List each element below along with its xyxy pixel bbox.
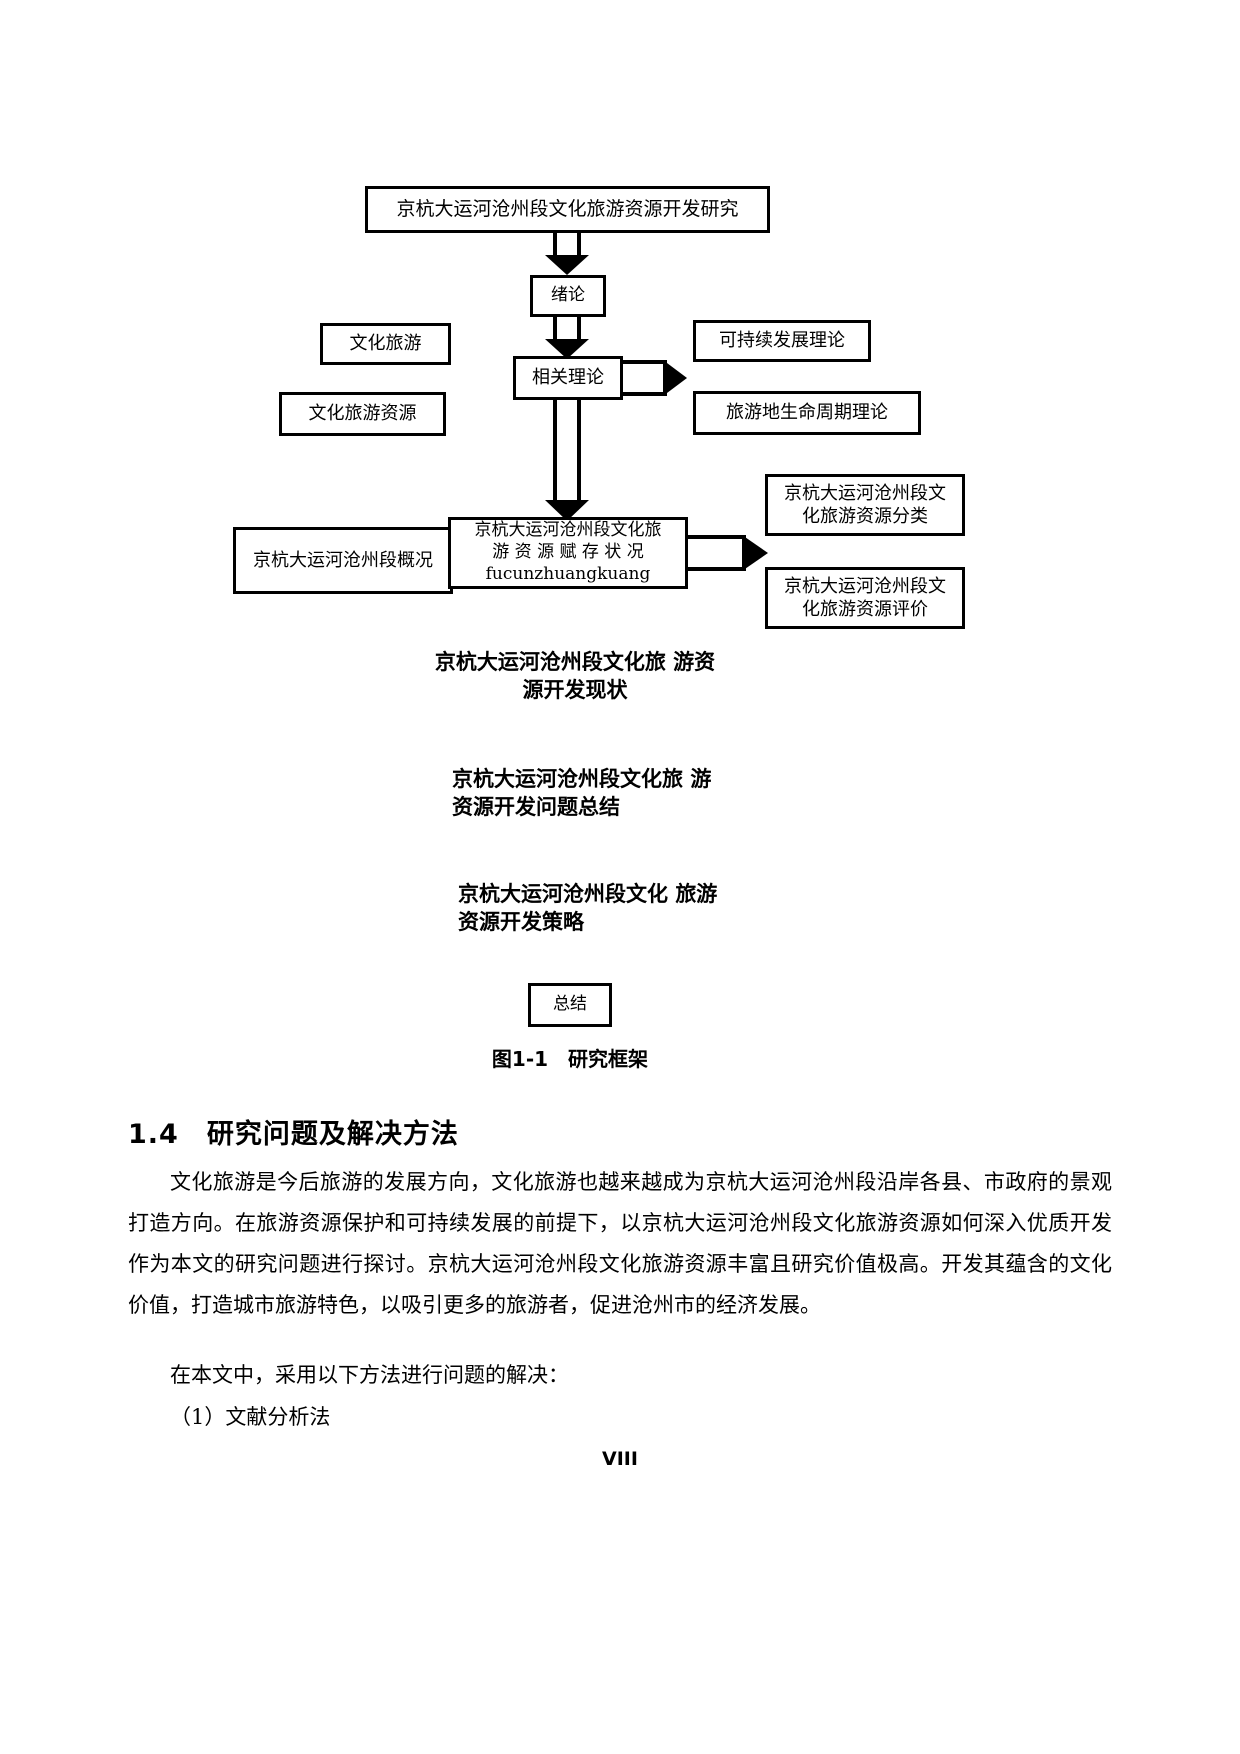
body-paragraph-1-text: 文化旅游是今后旅游的发展方向，文化旅游也越来越成为京杭大运河沧州段沿岸各县、市政… <box>128 1170 1112 1317</box>
arrow-title-to-intro <box>545 233 589 275</box>
node-resource-endowment: 京杭大运河沧州段文化旅 游 资 源 赋 存 状 况 fucunzhuangkua… <box>448 517 688 589</box>
node-title-label: 京杭大运河沧州段文化旅游资源开发研究 <box>396 198 739 221</box>
label-development-strategy: 京杭大运河沧州段文化 旅游资源开发策略 <box>430 880 720 937</box>
node-related-theory: 相关理论 <box>513 356 623 400</box>
node-destination-lifecycle-theory: 旅游地生命周期理论 <box>693 391 921 435</box>
label-development-status-line1: 京杭大运河沧州段文化旅 <box>434 649 666 674</box>
page-folio-text: VIII <box>602 1448 638 1470</box>
node-introduction-label: 绪论 <box>551 285 585 306</box>
label-problem-summary-line1: 京杭大运河沧州段文化旅 <box>452 766 683 791</box>
body-paragraph-2-text: 在本文中，采用以下方法进行问题的解决： <box>170 1363 569 1387</box>
node-resource-classification-line2: 化旅游资源分类 <box>802 506 928 527</box>
body-paragraph-1: 文化旅游是今后旅游的发展方向，文化旅游也越来越成为京杭大运河沧州段沿岸各县、市政… <box>128 1162 1112 1326</box>
section-heading: 1.4 研究问题及解决方法 <box>128 1112 459 1151</box>
node-sustainable-development-theory-label: 可持续发展理论 <box>719 330 845 352</box>
node-related-theory-label: 相关理论 <box>532 367 604 389</box>
node-culture-tourism-label: 文化旅游 <box>349 333 422 355</box>
body-paragraph-3: （1）文献分析法 <box>128 1397 1112 1438</box>
node-culture-tourism: 文化旅游 <box>320 323 451 365</box>
label-development-status: 京杭大运河沧州段文化旅 游资源开发现状 <box>430 648 720 705</box>
label-development-strategy-line1: 京杭大运河沧州段文化 <box>458 881 668 906</box>
figure-caption: 图1-1 研究框架 <box>390 1043 750 1072</box>
arrow-related-theory-to-theories <box>623 360 687 396</box>
arrow-endowment-to-subitems <box>688 535 768 571</box>
page-folio: VIII <box>0 1448 1240 1470</box>
node-summary: 总结 <box>528 983 612 1027</box>
node-title: 京杭大运河沧州段文化旅游资源开发研究 <box>365 186 770 233</box>
label-development-strategy-line2: 旅游资源开发策略 <box>458 881 718 935</box>
node-culture-tourism-resource-label: 文化旅游资源 <box>308 403 417 425</box>
node-resource-endowment-line2: 游 资 源 赋 存 状 况 <box>492 542 644 563</box>
section-title: 研究问题及解决方法 <box>206 1119 459 1150</box>
body-paragraph-3-text: （1）文献分析法 <box>170 1405 331 1429</box>
node-sustainable-development-theory: 可持续发展理论 <box>693 320 871 362</box>
label-problem-summary-line2: 游资源开发问题总结 <box>452 766 712 820</box>
arrow-intro-to-related-theory <box>545 317 589 359</box>
node-resource-classification: 京杭大运河沧州段文 化旅游资源分类 <box>765 474 965 536</box>
label-problem-summary: 京杭大运河沧州段文化旅 游资源开发问题总结 <box>430 765 720 822</box>
node-summary-label: 总结 <box>553 994 587 1015</box>
node-resource-evaluation-line2: 化旅游资源评价 <box>802 599 928 620</box>
section-number: 1.4 <box>128 1119 179 1150</box>
node-destination-lifecycle-theory-label: 旅游地生命周期理论 <box>726 402 888 424</box>
node-resource-evaluation-line1: 京杭大运河沧州段文 <box>784 575 946 597</box>
node-introduction: 绪论 <box>530 275 606 317</box>
node-resource-classification-line1: 京杭大运河沧州段文 <box>784 482 946 504</box>
figure-caption-text: 图1-1 研究框架 <box>491 1047 649 1071</box>
node-culture-tourism-resource: 文化旅游资源 <box>279 392 446 436</box>
body-paragraph-2: 在本文中，采用以下方法进行问题的解决： <box>128 1355 1112 1396</box>
node-resource-endowment-line3: fucunzhuangkuang <box>485 563 651 584</box>
node-resource-evaluation: 京杭大运河沧州段文 化旅游资源评价 <box>765 567 965 629</box>
node-canal-overview-label: 京杭大运河沧州段概况 <box>253 549 433 571</box>
node-canal-overview: 京杭大运河沧州段概况 <box>233 527 453 594</box>
label-development-status-line2: 游资源开发现状 <box>522 649 716 703</box>
arrow-related-theory-to-endowment <box>545 400 589 522</box>
node-resource-endowment-line1: 京杭大运河沧州段文化旅 <box>474 520 662 541</box>
